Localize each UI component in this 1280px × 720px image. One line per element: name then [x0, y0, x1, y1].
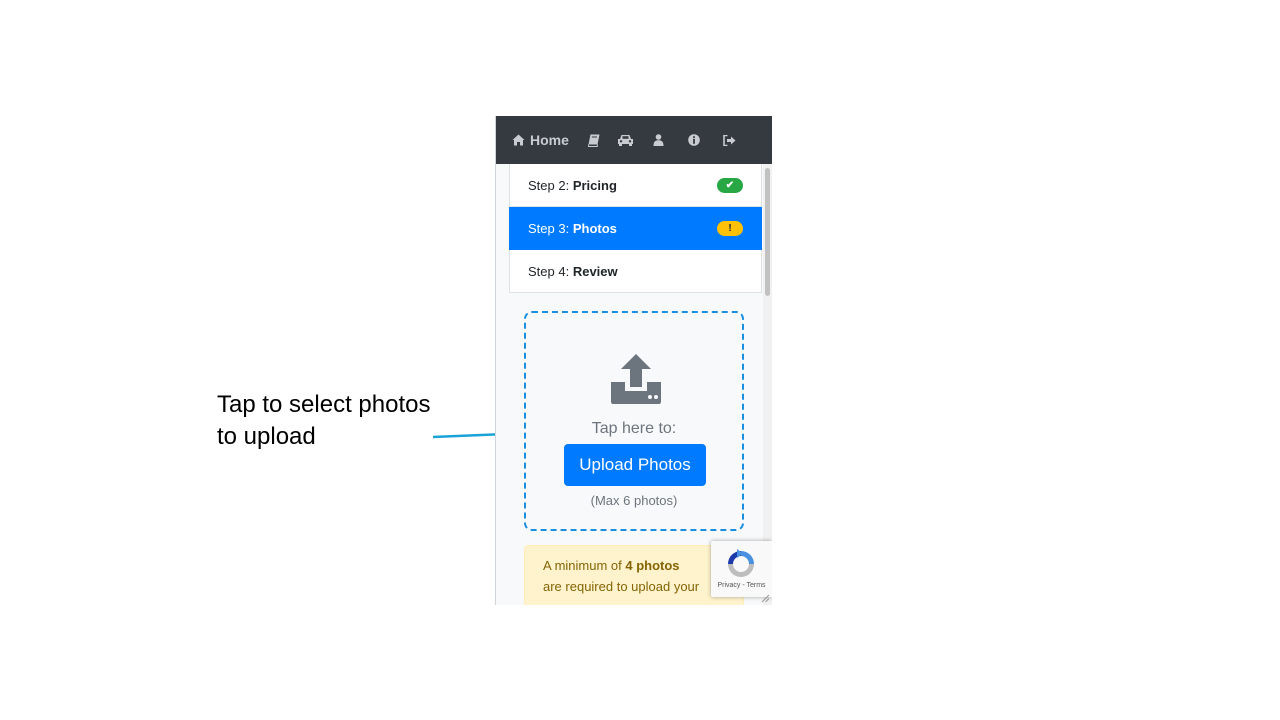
- top-navbar: Home: [496, 116, 772, 164]
- user-icon: [653, 134, 664, 146]
- scrollbar[interactable]: [763, 164, 772, 605]
- annotation-callout: Tap to select photos to upload: [217, 389, 477, 453]
- step-pricing[interactable]: Step 2: Pricing ✔: [509, 164, 762, 207]
- nav-info-link[interactable]: [688, 134, 700, 146]
- annotation-line-1: Tap to select photos: [217, 391, 431, 418]
- step-name: Photos: [572, 220, 617, 236]
- upload-photos-button[interactable]: Upload Photos: [564, 444, 706, 486]
- scrollbar-thumb[interactable]: [765, 168, 770, 296]
- sign-out-icon: [723, 134, 736, 146]
- max-photos-note: (Max 6 photos): [590, 493, 678, 508]
- upload-icon: [611, 354, 661, 404]
- alert-text-suffix: are required to upload your: [543, 579, 700, 594]
- step-prefix: Step 3:: [528, 220, 570, 236]
- nav-home-label: Home: [530, 132, 569, 148]
- step-review[interactable]: Step 4: Review: [509, 250, 762, 293]
- home-icon: [512, 134, 525, 146]
- info-icon: [688, 134, 700, 146]
- recaptcha-badge[interactable]: Privacy - Terms: [711, 541, 772, 597]
- recaptcha-privacy-terms[interactable]: Privacy - Terms: [717, 582, 766, 589]
- car-icon: [617, 135, 633, 146]
- mobile-screen: Home: [495, 116, 772, 605]
- recaptcha-icon: [728, 549, 754, 577]
- book-icon: [587, 134, 600, 147]
- step-name: Review: [572, 263, 618, 279]
- step-prefix: Step 2:: [528, 177, 570, 193]
- minimum-photos-alert: A minimum of 4 photos are required to up…: [524, 545, 744, 605]
- photo-dropzone[interactable]: Tap here to: Upload Photos (Max 6 photos…: [524, 311, 744, 531]
- warning-badge: !: [717, 220, 743, 236]
- nav-user-link[interactable]: [653, 134, 664, 146]
- check-badge: ✔: [717, 177, 743, 193]
- annotation-line-2: to upload: [217, 423, 316, 450]
- step-name: Pricing: [572, 177, 617, 193]
- step-prefix: Step 4:: [528, 263, 570, 279]
- nav-car-link[interactable]: [617, 134, 634, 146]
- nav-book-link[interactable]: [587, 134, 600, 147]
- nav-home-link[interactable]: Home: [512, 132, 569, 148]
- step-photos[interactable]: Step 3: Photos !: [509, 207, 762, 250]
- wizard-steps: Step 2: Pricing ✔ Step 3: Photos ! Step …: [509, 164, 762, 293]
- alert-text-prefix: A minimum of: [543, 558, 626, 573]
- alert-photo-count: 4 photos: [625, 558, 680, 573]
- nav-signout-link[interactable]: [723, 134, 736, 146]
- resize-grip-icon[interactable]: [760, 593, 770, 603]
- tap-here-text: Tap here to:: [591, 420, 677, 437]
